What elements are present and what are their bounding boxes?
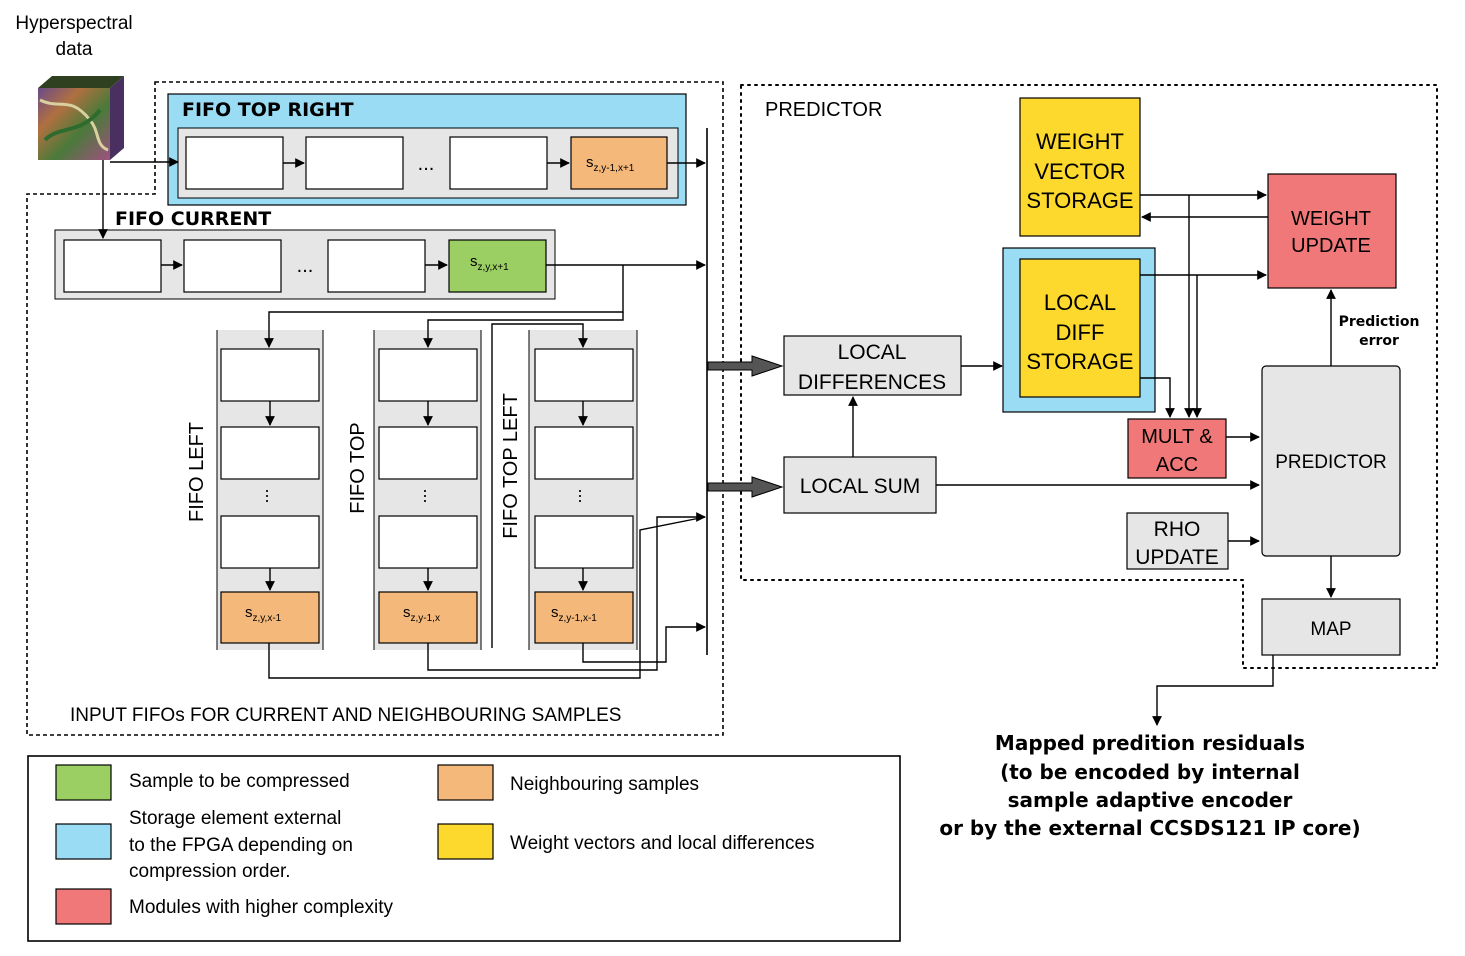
local-differences-block: LOCAL DIFFERENCES [783,335,962,396]
bus-to-local-sum [707,476,784,498]
output-line4: or by the external CCSDS121 IP core) [939,816,1360,840]
legend-swatch-green [55,764,112,801]
weight-vector-storage-block: WEIGHT VECTOR STORAGE [1019,97,1141,237]
bus-to-local-differences [707,355,784,377]
fifo-top-right: FIFO TOP RIGHT ... sz,y-1,x+1 [167,93,687,206]
local-diff-storage-line2: DIFF [1056,320,1105,345]
fifo-top-dots: ... [420,488,440,503]
legend-label-external-3: compression order. [129,861,291,882]
weight-vector-storage-line1: WEIGHT [1036,129,1124,154]
cell-s-left: sz,y,x-1 [245,604,282,624]
arrow-storage-to-mult [1140,377,1175,418]
rho-update-line2: UPDATE [1135,546,1219,569]
legend-label-external-1: Storage element external [129,808,341,829]
local-diff-storage-block: LOCAL DIFF STORAGE [1002,247,1156,413]
map-block: MAP [1261,598,1401,656]
legend: Sample to be compressed Storage element … [27,755,901,942]
input-title-line1: Hyperspectral [15,13,132,34]
legend-label-neighbouring: Neighbouring samples [510,774,699,795]
mult-acc-line2: ACC [1156,454,1198,476]
legend-swatch-blue [55,823,112,860]
fifo-top-right-label: FIFO TOP RIGHT [182,99,354,121]
legend-swatch-red [55,888,112,925]
weight-update-line1: WEIGHT [1291,208,1371,230]
legend-label-complexity: Modules with higher complexity [129,897,394,918]
legend-swatch-orange [437,764,494,801]
mult-acc-block: MULT & ACC [1127,418,1227,479]
fifo-left: ... FIFO LEFT sz,y,x-1 [186,330,324,650]
fifo-left-dots: ... [262,488,282,503]
prediction-error-line2: error [1359,333,1399,349]
fifo-top-left-dots: ... [575,488,595,503]
weight-vector-storage-line3: STORAGE [1026,188,1133,213]
fifo-top-left-label: FIFO TOP LEFT [500,393,522,539]
legend-swatch-yellow [437,823,494,860]
local-sum-label: LOCAL SUM [800,475,921,498]
output-line3: sample adaptive encoder [1008,788,1293,812]
cell-s-top: sz,y-1,x [403,604,440,624]
output-line1: Mapped predition residuals [995,731,1305,755]
arrow-top-to-top-left [491,323,588,648]
legend-label-weights: Weight vectors and local differences [510,833,815,854]
hyperspectral-input: Hyperspectral data [15,13,133,160]
arrow-map-to-output [1152,655,1274,726]
prediction-error-line1: Prediction [1339,314,1420,330]
cell-s-top-right: sz,y-1,x+1 [586,154,635,174]
fifo-top-left: ... FIFO TOP LEFT sz,y-1,x-1 [500,330,638,650]
fifo-current-ellipsis: ... [297,255,314,277]
predictor-region [740,84,1438,669]
legend-label-sample: Sample to be compressed [129,771,350,792]
input-title-line2: data [56,39,93,60]
local-diff-storage-line1: LOCAL [1044,290,1116,315]
input-fifos-region [26,81,724,736]
fifo-current-label: FIFO CURRENT [115,208,271,230]
fifo-top: ... FIFO TOP sz,y-1,x [347,330,482,650]
weight-update-line2: UPDATE [1291,235,1371,257]
fifo-left-label: FIFO LEFT [186,422,208,522]
fifo-current: FIFO CURRENT ... sz,y,x+1 [54,208,556,300]
arrow-current-to-left [264,265,624,348]
predictor-region-label: PREDICTOR [765,99,882,121]
hyperspectral-cube-icon [38,76,124,160]
predictor-block: PREDICTOR [1261,365,1401,557]
arrow-current-to-top [423,312,624,348]
rho-update-line1: RHO [1154,518,1201,541]
legend-item-weights: Weight vectors and local differences [437,823,815,860]
legend-label-external-2: to the FPGA depending on [129,835,353,856]
local-sum-block: LOCAL SUM [783,456,937,514]
legend-item-complexity: Modules with higher complexity [55,888,394,925]
weight-update-block: WEIGHT UPDATE [1267,173,1397,289]
mult-acc-line1: MULT & [1141,426,1213,448]
output-description: Mapped predition residuals (to be encode… [939,731,1360,840]
cell-s-current: sz,y,x+1 [470,253,509,273]
legend-item-neighbouring: Neighbouring samples [437,764,699,801]
cell-s-top-left: sz,y-1,x-1 [551,604,597,624]
rho-update-block: RHO UPDATE [1126,512,1229,570]
output-line2: (to be encoded by internal [1000,760,1300,784]
local-differences-line1: LOCAL [838,341,907,364]
legend-item-sample: Sample to be compressed [55,764,350,801]
map-label: MAP [1310,619,1351,640]
local-differences-line2: DIFFERENCES [798,371,946,394]
predictor-block-label: PREDICTOR [1275,452,1387,473]
fifo-top-label: FIFO TOP [347,422,369,514]
input-fifos-label: INPUT FIFOs FOR CURRENT AND NEIGHBOURING… [70,705,621,726]
weight-vector-storage-line2: VECTOR [1034,159,1125,184]
fifo-top-right-ellipsis: ... [418,153,435,175]
legend-item-external-storage: Storage element external to the FPGA dep… [55,808,353,882]
local-diff-storage-line3: STORAGE [1026,349,1133,374]
